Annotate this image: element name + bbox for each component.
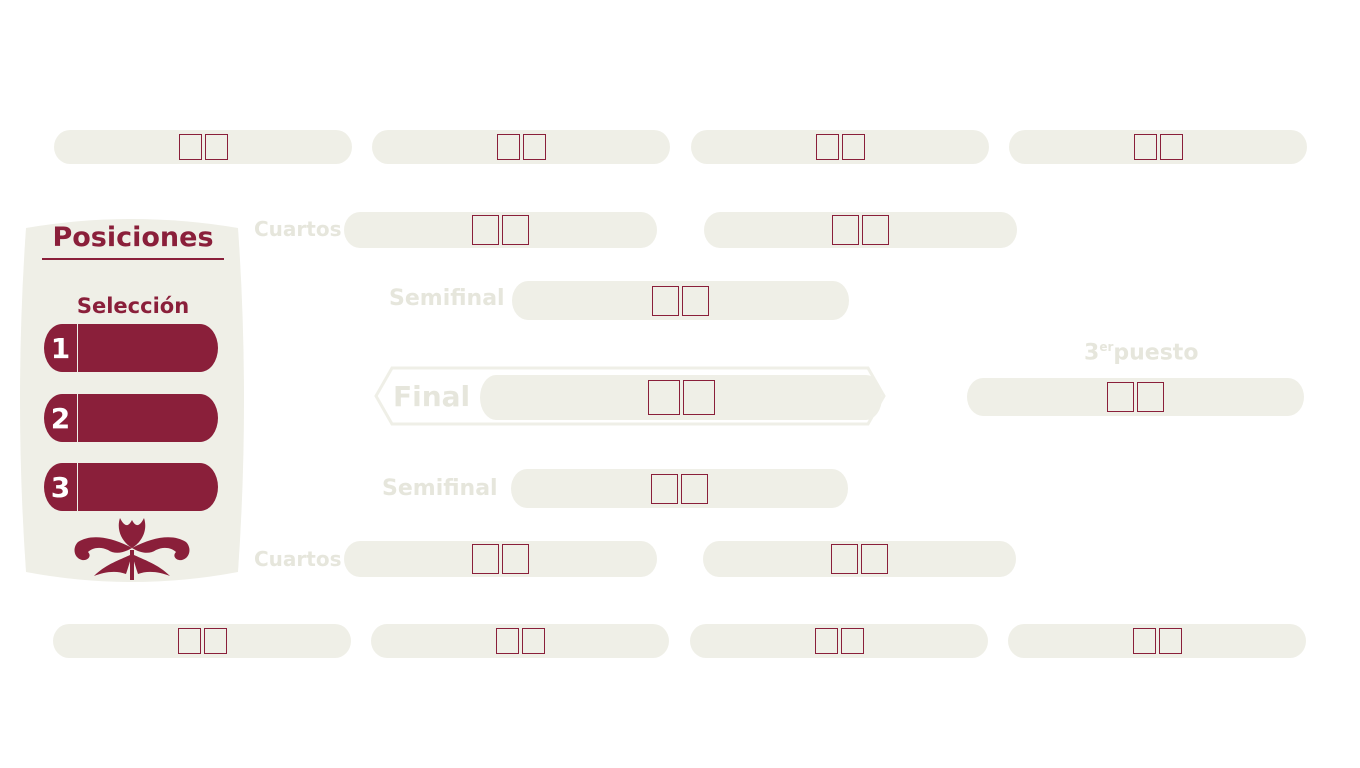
score-box[interactable] — [1107, 382, 1134, 412]
score-box[interactable] — [522, 134, 546, 160]
score-box[interactable] — [682, 380, 715, 415]
score-box[interactable] — [521, 628, 545, 654]
position-slot-3[interactable]: 3 — [44, 463, 218, 511]
match-slot-qf-top-1[interactable] — [344, 212, 657, 248]
match-slot-r16-top-3[interactable] — [691, 130, 989, 164]
round-label-semifinal-top: Semifinal — [389, 286, 505, 311]
round-label-quarterfinal-bottom: Cuartos — [254, 547, 342, 571]
score-box[interactable] — [177, 628, 201, 654]
match-slot-r16-bottom-2[interactable] — [371, 624, 669, 658]
score-box[interactable] — [472, 544, 499, 574]
score-box[interactable] — [651, 473, 678, 504]
score-box[interactable] — [1132, 628, 1156, 654]
position-slot-1[interactable]: 1 — [44, 324, 218, 372]
round-label-final: Final — [393, 380, 471, 413]
match-slot-r16-top-1[interactable] — [54, 130, 352, 164]
position-number: 1 — [44, 324, 78, 372]
match-slot-qf-bottom-2[interactable] — [703, 541, 1016, 577]
round-label-quarterfinal-top: Cuartos — [254, 217, 342, 241]
match-slot-sf-top[interactable] — [512, 281, 849, 320]
score-box[interactable] — [1133, 134, 1157, 160]
match-slot-r16-top-2[interactable] — [372, 130, 670, 164]
score-box[interactable] — [681, 473, 708, 504]
score-box[interactable] — [495, 628, 519, 654]
match-slot-sf-bottom[interactable] — [511, 469, 848, 508]
position-slot-2[interactable]: 2 — [44, 394, 218, 442]
score-box[interactable] — [472, 215, 499, 245]
score-box[interactable] — [652, 285, 679, 316]
match-slot-final[interactable] — [480, 375, 882, 420]
position-number: 3 — [44, 463, 78, 511]
score-box[interactable] — [862, 215, 889, 245]
match-slot-r16-top-4[interactable] — [1009, 130, 1307, 164]
score-box[interactable] — [496, 134, 520, 160]
positions-title: Posiciones — [52, 222, 214, 253]
score-box[interactable] — [203, 628, 227, 654]
positions-panel: Posiciones Selección 1 2 3 — [20, 214, 244, 586]
match-slot-r16-bottom-3[interactable] — [690, 624, 988, 658]
position-number: 2 — [44, 394, 78, 442]
score-box[interactable] — [1137, 382, 1164, 412]
round-label-semifinal-bottom: Semifinal — [382, 476, 498, 501]
score-box[interactable] — [840, 628, 864, 654]
score-box[interactable] — [682, 285, 709, 316]
flower-ornament-icon — [74, 518, 190, 580]
match-slot-qf-top-2[interactable] — [704, 212, 1017, 248]
match-slot-qf-bottom-1[interactable] — [344, 541, 657, 577]
score-box[interactable] — [204, 134, 228, 160]
score-box[interactable] — [841, 134, 865, 160]
score-box[interactable] — [178, 134, 202, 160]
score-box[interactable] — [1158, 628, 1182, 654]
score-box[interactable] — [831, 544, 858, 574]
score-box[interactable] — [814, 628, 838, 654]
score-box[interactable] — [502, 215, 529, 245]
match-slot-r16-bottom-1[interactable] — [53, 624, 351, 658]
score-box[interactable] — [502, 544, 529, 574]
match-slot-r16-bottom-4[interactable] — [1008, 624, 1306, 658]
score-box[interactable] — [647, 380, 680, 415]
match-slot-third-place[interactable] — [967, 378, 1304, 416]
score-box[interactable] — [815, 134, 839, 160]
round-label-third-place: 3erpuesto — [1084, 340, 1199, 366]
score-box[interactable] — [861, 544, 888, 574]
selection-subtitle: Selección — [76, 294, 190, 318]
score-box[interactable] — [832, 215, 859, 245]
title-divider — [42, 258, 224, 260]
score-box[interactable] — [1159, 134, 1183, 160]
